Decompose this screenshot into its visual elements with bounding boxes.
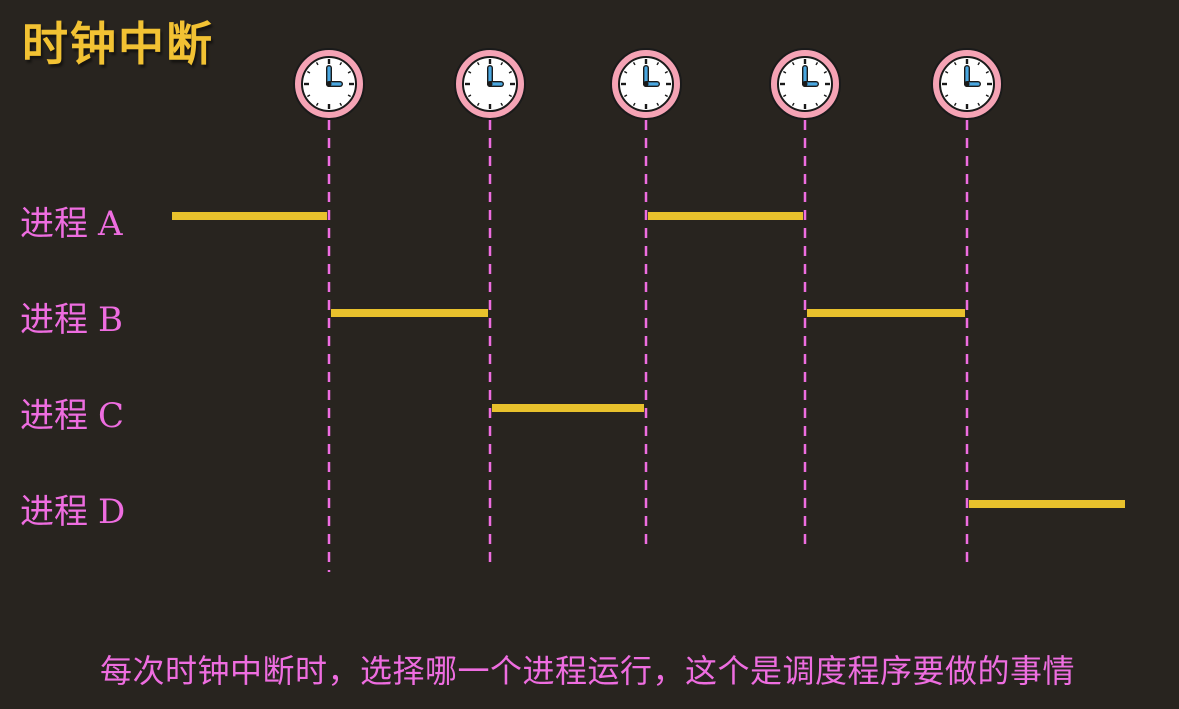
clock-tick-mark: [467, 70, 472, 74]
clock-icon: [769, 48, 841, 120]
clock-icon: [454, 48, 526, 120]
clock-tick-mark: [985, 70, 990, 74]
clock-tick-mark: [944, 70, 949, 74]
process-label-text: 进程: [20, 204, 88, 244]
clock-icon: [293, 48, 365, 120]
clock-tick-mark: [664, 94, 669, 98]
clock-center-pin: [487, 81, 493, 87]
diagram-title: 时钟中断: [22, 17, 214, 71]
clock-tick-mark: [823, 70, 828, 74]
clock-tick-mark: [985, 94, 990, 98]
clock-tick-mark: [339, 61, 343, 66]
clock-tick-mark: [953, 61, 957, 66]
process-label-text: 进程: [20, 396, 88, 436]
clock-tick-mark: [347, 94, 352, 98]
clock-tick-mark: [953, 102, 957, 107]
clock-tick-mark: [791, 61, 795, 66]
clock-tick-mark: [782, 70, 787, 74]
clock-tick-mark: [632, 102, 636, 107]
process-letter: D: [98, 492, 126, 532]
clock-center-pin: [802, 81, 808, 87]
process-letter: B: [98, 300, 123, 340]
clock-tick-mark: [347, 70, 352, 74]
caption-text: 每次时钟中断时，选择哪一个进程运行，这个是调度程序要做的事情: [100, 652, 1076, 690]
clock-tick-mark: [306, 70, 311, 74]
clock-tick-mark: [508, 94, 513, 98]
clock-icon: [931, 48, 1003, 120]
clock-center-pin: [326, 81, 332, 87]
clock-tick-mark: [815, 61, 819, 66]
clock-tick-mark: [306, 94, 311, 98]
clock-tick-mark: [944, 94, 949, 98]
clock-tick-mark: [623, 70, 628, 74]
process-letter: A: [98, 204, 123, 244]
clock-tick-mark: [315, 102, 319, 107]
clock-tick-mark: [623, 94, 628, 98]
clock-tick-mark: [664, 70, 669, 74]
process-letter: C: [98, 396, 125, 436]
process-label-text: 进程: [20, 300, 88, 340]
process-label-text: 进程: [20, 492, 88, 532]
clock-tick-mark: [500, 61, 504, 66]
clock-tick-mark: [476, 102, 480, 107]
clock-center-pin: [643, 81, 649, 87]
clock-tick-mark: [656, 102, 660, 107]
clock-tick-mark: [467, 94, 472, 98]
clock-tick-mark: [315, 61, 319, 66]
clock-tick-mark: [339, 102, 343, 107]
clock-icon: [610, 48, 682, 120]
clock-tick-mark: [782, 94, 787, 98]
clock-tick-mark: [500, 102, 504, 107]
clock-tick-mark: [476, 61, 480, 66]
clock-center-pin: [964, 81, 970, 87]
clock-tick-mark: [823, 94, 828, 98]
clock-tick-mark: [632, 61, 636, 66]
clock-tick-mark: [656, 61, 660, 66]
clock-tick-mark: [815, 102, 819, 107]
clock-tick-mark: [508, 70, 513, 74]
clock-tick-mark: [791, 102, 795, 107]
clock-tick-mark: [977, 61, 981, 66]
clock-tick-mark: [977, 102, 981, 107]
